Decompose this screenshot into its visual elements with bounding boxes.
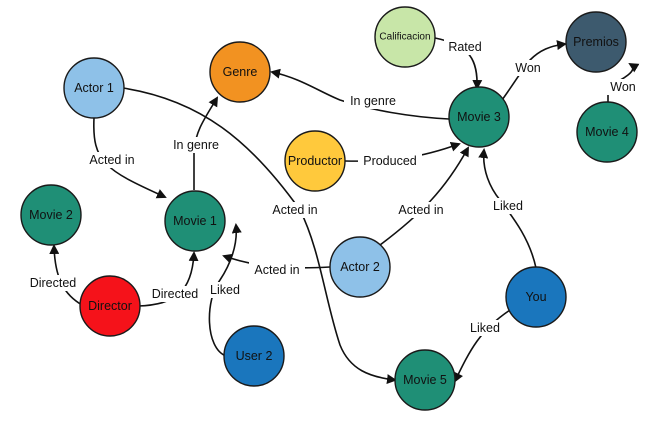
node-genre[interactable]: Genre (209, 41, 271, 103)
node-movie3[interactable]: Movie 3 (448, 86, 510, 148)
edge-label-movie3-premios: Won (515, 61, 541, 75)
node-you[interactable]: You (505, 266, 567, 328)
node-label-productor: Productor (288, 154, 342, 168)
node-actor1[interactable]: Actor 1 (63, 57, 125, 119)
edge-user2-movie1 (208, 223, 242, 357)
node-label-movie2: Movie 2 (29, 208, 73, 222)
node-user2[interactable]: User 2 (223, 325, 285, 387)
node-label-movie3: Movie 3 (457, 110, 501, 124)
node-label-genre: Genre (223, 65, 258, 79)
node-label-actor1: Actor 1 (74, 81, 114, 95)
node-label-movie5: Movie 5 (403, 373, 447, 387)
edge-label-actor1-movie5: Acted in (272, 203, 317, 217)
node-label-director: Director (88, 299, 132, 313)
edge-label-user2-movie1: Liked (210, 283, 240, 297)
edge-label-you-movie3: Liked (493, 199, 523, 213)
node-movie1[interactable]: Movie 1 (164, 190, 226, 252)
node-label-movie4: Movie 4 (585, 125, 629, 139)
node-label-you: You (525, 290, 546, 304)
edge-label-movie1-genre: In genre (173, 138, 219, 152)
edge-actor1-movie5 (122, 87, 397, 385)
node-label-premios: Premios (573, 35, 619, 49)
edge-label-movie4-premios: Won (610, 80, 636, 94)
edge-label-director-movie1: Directed (152, 287, 199, 301)
node-productor[interactable]: Productor (284, 130, 346, 192)
edge-label-actor2-movie1: Acted in (254, 263, 299, 277)
node-premios[interactable]: Premios (565, 11, 627, 73)
edge-label-calificacion-movie3: Rated (448, 40, 481, 54)
nodes: Actor 1 Genre Calificacion Premios Movie… (20, 6, 638, 411)
edge-actor2-movie3 (379, 146, 469, 246)
node-movie2[interactable]: Movie 2 (20, 184, 82, 246)
node-movie5[interactable]: Movie 5 (394, 349, 456, 411)
edge-label-actor1-movie1: Acted in (89, 153, 134, 167)
edge-labels: Acted in Acted in In genre In genre Rate… (24, 39, 640, 336)
node-label-user2: User 2 (236, 349, 273, 363)
edge-label-movie3-genre: In genre (350, 94, 396, 108)
edge-label-director-movie2: Directed (30, 276, 77, 290)
edge-movie3-genre (270, 68, 450, 120)
node-label-movie1: Movie 1 (173, 214, 217, 228)
edge-label-actor2-movie3: Acted in (398, 203, 443, 217)
edge-you-movie5 (453, 309, 511, 383)
edge-label-you-movie5: Liked (470, 321, 500, 335)
edges (49, 37, 640, 385)
node-director[interactable]: Director (79, 275, 141, 337)
node-calificacion[interactable]: Calificacion (374, 6, 436, 68)
node-label-actor2: Actor 2 (340, 260, 380, 274)
edge-label-productor-movie3: Produced (363, 154, 417, 168)
edge-calificacion-movie3 (434, 37, 483, 90)
node-movie4[interactable]: Movie 4 (576, 101, 638, 163)
node-actor2[interactable]: Actor 2 (329, 236, 391, 298)
node-label-calificacion: Calificacion (379, 32, 430, 43)
